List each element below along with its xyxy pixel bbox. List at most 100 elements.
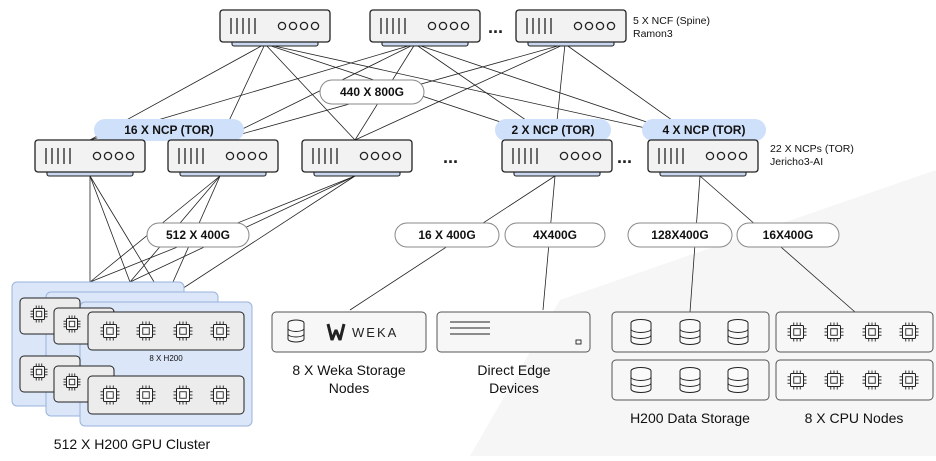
weka-storage-box (271, 311, 427, 353)
port-lights-icon (573, 21, 616, 31)
spine-count-label: 5 X NCF (Spine) (633, 15, 710, 27)
weka-link-pill (394, 222, 500, 248)
gpu-chip-icon (824, 370, 844, 390)
port-lights-icon (92, 151, 135, 161)
storage-link-label: 128X400G (651, 228, 708, 242)
weka-caption-line1: 8 X Weka Storage (292, 362, 406, 378)
gpu-cluster: 8 X H200 (11, 281, 253, 427)
port-lights-icon (225, 151, 268, 161)
tor-model-label: Jericho3-AI (770, 156, 823, 168)
edge-link-pill (504, 222, 606, 248)
database-icon (679, 367, 701, 393)
storage-caption: H200 Data Storage (630, 410, 750, 426)
cpu-chips (787, 322, 919, 390)
edge-device-box (436, 311, 591, 353)
cpu-box-bottom (775, 359, 934, 401)
gpu-chip-icon (100, 385, 120, 405)
gpu-link-pill (146, 222, 250, 248)
spine-ellipsis: ... (488, 17, 503, 37)
cpu-caption: 8 X CPU Nodes (805, 410, 904, 426)
port-slots-icon (45, 148, 71, 164)
database-icon (727, 367, 749, 393)
spine-switch (369, 9, 481, 47)
gpu-chip-icon (136, 321, 156, 341)
link-line (264, 43, 701, 141)
port-lights-icon (359, 151, 402, 161)
tor-group-a-label: 16 X NCP (TOR) (124, 123, 214, 137)
port-slots-icon (512, 148, 538, 164)
gpu-chip-icon (30, 363, 48, 381)
gpu-chip-icon (63, 315, 81, 333)
edge-link-label: 4X400G (533, 228, 577, 242)
gpu-chip-icon (787, 370, 807, 390)
gpu-chip-icon (210, 385, 230, 405)
gpu-node-label: 8 X H200 (149, 354, 183, 363)
gpu-chip-icon (100, 321, 120, 341)
tor-group-c-highlight (642, 119, 766, 141)
port-lights-icon (277, 21, 320, 31)
tor-ellipsis-left: ... (443, 147, 458, 167)
tor-group-b-label: 2 X NCP (TOR) (512, 123, 595, 137)
gpu-node-front-top (87, 311, 245, 351)
edge-caption-line2: Devices (489, 380, 539, 396)
link-line (354, 43, 566, 141)
database-icon (630, 319, 652, 345)
tor-switch (167, 139, 279, 177)
weka-logo-text: WEKA (352, 325, 398, 340)
port-slots-icon (178, 148, 204, 164)
gpu-cluster-caption: 512 X H200 GPU Cluster (54, 436, 211, 452)
port-slots-icon (526, 18, 552, 34)
gpu-chip-icon (899, 322, 919, 342)
gpu-chip-icon (824, 322, 844, 342)
port-slots-icon (380, 18, 406, 34)
gpu-chip-icon (787, 322, 807, 342)
weka-caption-line2: Nodes (329, 380, 369, 396)
port-lights-icon (705, 151, 748, 161)
port-lights-icon (559, 151, 602, 161)
gpu-chip-icon (173, 385, 193, 405)
link-line (89, 175, 166, 301)
tor-group-a-highlight (94, 119, 244, 141)
weka-database-icon (287, 319, 305, 343)
spine-switches (219, 9, 627, 47)
spine-link-pill (319, 79, 425, 105)
tor-switch (501, 139, 613, 177)
edge-device-icon (450, 321, 582, 345)
tor-count-label: 22 X NCPs (TOR) (770, 143, 854, 155)
gpu-chip-icon (136, 385, 156, 405)
tor-ellipsis-right: ... (617, 147, 632, 167)
link-line (219, 43, 416, 141)
tor-switch (647, 139, 759, 177)
spine-switch (515, 9, 627, 47)
gpu-chip-icon (63, 373, 81, 391)
gpu-chip-icon (173, 321, 193, 341)
tor-switches (34, 139, 759, 177)
link-line (89, 175, 131, 283)
port-lights-icon (427, 21, 470, 31)
gpu-chip-icon (862, 370, 882, 390)
weka-link-label: 16 X 400G (418, 228, 475, 242)
link-line (264, 43, 356, 141)
spine-switch (219, 9, 331, 47)
cpu-link-label: 16X400G (763, 228, 814, 242)
gpu-chip-icon (899, 370, 919, 390)
port-slots-icon (658, 148, 684, 164)
database-icon (630, 367, 652, 393)
storage-databases (630, 319, 749, 393)
spine-model-label: Ramon3 (633, 28, 673, 40)
cpu-link-pill (736, 222, 840, 248)
gpu-link-label: 512 X 400G (166, 228, 230, 242)
gpu-chips (30, 305, 230, 405)
port-slots-icon (312, 148, 338, 164)
port-slots-icon (230, 18, 256, 34)
spine-link-label: 440 X 800G (340, 85, 404, 99)
tor-switch (34, 139, 146, 177)
database-icon (679, 319, 701, 345)
tor-switch (301, 139, 413, 177)
cpu-box-top (775, 311, 934, 353)
storage-link-pill (627, 222, 733, 248)
link-line (164, 175, 356, 301)
edge-caption-line1: Direct Edge (477, 362, 550, 378)
